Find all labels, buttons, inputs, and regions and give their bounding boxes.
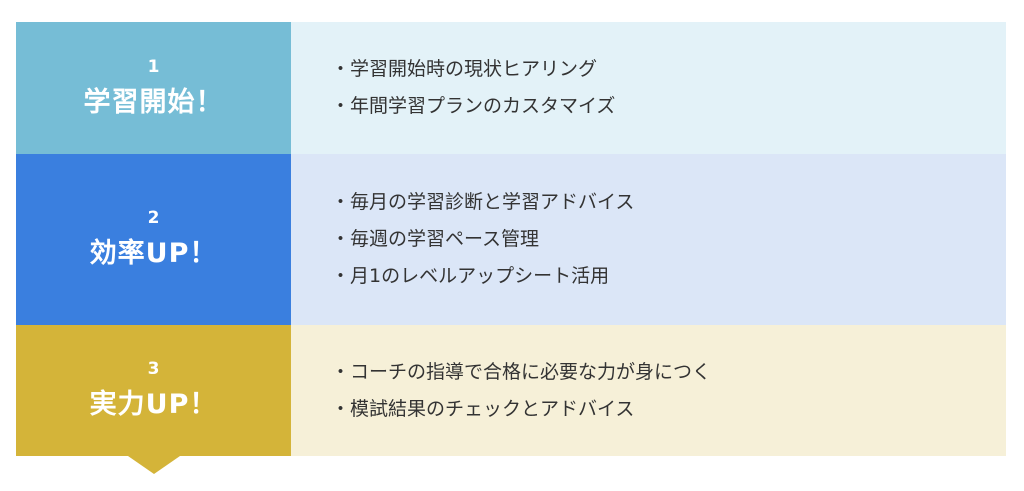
step-3-title: 実力UP！: [89, 389, 218, 421]
step-2-number: 2: [147, 208, 160, 229]
step-3-item: ・模試結果のチェックとアドバイス: [331, 397, 635, 420]
step-3-item: ・コーチの指導で合格に必要な力が身につく: [331, 360, 712, 383]
step-3-panel: 3 実力UP！: [16, 325, 291, 474]
step-row-2: 2 効率UP！ ・毎月の学習診断と学習アドバイス ・毎週の学習ペース管理 ・月1…: [16, 154, 1006, 343]
step-row-1: 1 学習開始！ ・学習開始時の現状ヒアリング ・年間学習プランのカスタマイズ: [16, 22, 1006, 172]
step-1-panel: 1 学習開始！: [16, 22, 291, 172]
step-3-down-arrow-icon: [128, 456, 180, 474]
step-1-item: ・年間学習プランのカスタマイズ: [331, 95, 616, 117]
step-3-number: 3: [147, 359, 160, 380]
step-1-list: ・学習開始時の現状ヒアリング ・年間学習プランのカスタマイズ: [331, 51, 1006, 125]
step-row-3: 3 実力UP！ ・コーチの指導で合格に必要な力が身につく ・模試結果のチェックと…: [16, 325, 1006, 474]
step-2-item: ・毎月の学習診断と学習アドバイス: [331, 191, 635, 213]
step-2-item: ・毎週の学習ペース管理: [331, 228, 540, 250]
step-2-list: ・毎月の学習診断と学習アドバイス ・毎週の学習ペース管理 ・月1のレベルアップシ…: [331, 184, 1006, 295]
step-1-number: 1: [147, 56, 160, 77]
step-1-item: ・学習開始時の現状ヒアリング: [331, 58, 598, 80]
step-3-list: ・コーチの指導で合格に必要な力が身につく ・模試結果のチェックとアドバイス: [331, 354, 1006, 428]
step-2-item: ・月1のレベルアップシート活用: [331, 265, 610, 287]
step-3-content: ・コーチの指導で合格に必要な力が身につく ・模試結果のチェックとアドバイス: [291, 325, 1006, 456]
step-2-title: 効率UP！: [89, 238, 218, 270]
step-2-panel: 2 効率UP！: [16, 154, 291, 343]
step-2-content: ・毎月の学習診断と学習アドバイス ・毎週の学習ペース管理 ・月1のレベルアップシ…: [291, 154, 1006, 325]
step-1-title: 学習開始！: [83, 86, 224, 118]
step-1-content: ・学習開始時の現状ヒアリング ・年間学習プランのカスタマイズ: [291, 22, 1006, 154]
